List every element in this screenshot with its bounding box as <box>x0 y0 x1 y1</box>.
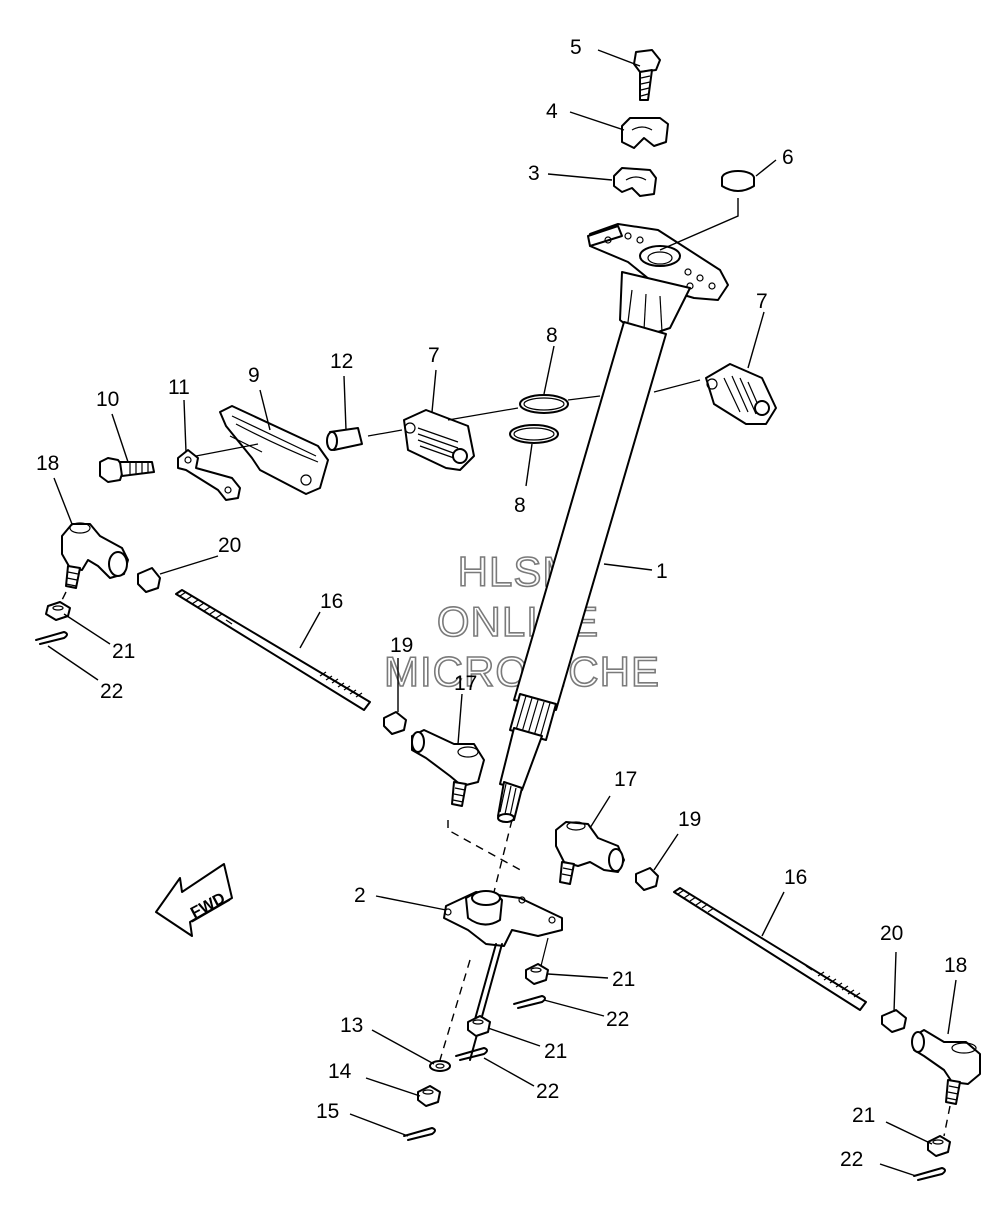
callout-18-left: 18 <box>36 452 59 475</box>
alignment-line <box>367 429 403 437</box>
forward-direction-arrow: FWD <box>155 863 233 937</box>
bushing-right <box>705 363 777 425</box>
nut-21-a <box>525 963 549 985</box>
lock-washer-tab <box>177 449 241 501</box>
callout-9: 9 <box>248 364 260 387</box>
callout-6: 6 <box>782 146 794 169</box>
tie-rod-right <box>673 887 867 1011</box>
callout-7-left: 7 <box>428 344 440 367</box>
tie-rod-end-outer-left <box>61 522 129 589</box>
cotter-pin-15 <box>403 1127 436 1141</box>
nut-14 <box>417 1085 441 1107</box>
callout-21-b: 21 <box>544 1040 567 1063</box>
steering-arm <box>443 890 563 947</box>
callout-18-right: 18 <box>944 954 967 977</box>
callout-numbers: 5 4 3 6 7 7 8 8 9 10 11 12 18 20 21 22 1… <box>36 36 967 1171</box>
callout-22-left: 22 <box>100 680 123 703</box>
callout-3: 3 <box>528 162 540 185</box>
arm-stud <box>539 937 549 971</box>
callout-19-left: 19 <box>390 634 413 657</box>
alignment-line <box>943 1105 951 1137</box>
callout-4: 4 <box>546 100 558 123</box>
callout-10: 10 <box>96 388 119 411</box>
leader-lines <box>47 49 957 1177</box>
callout-21-a: 21 <box>612 968 635 991</box>
cap <box>721 170 755 192</box>
nut-right-20 <box>881 1009 907 1033</box>
alignment-line <box>447 407 519 421</box>
alignment-line <box>439 959 471 1061</box>
callout-17-left: 17 <box>454 672 477 695</box>
callout-16-left: 16 <box>320 590 343 613</box>
nut-21-d <box>927 1135 951 1157</box>
cotter-pin-left <box>35 631 68 645</box>
callout-14: 14 <box>328 1060 352 1083</box>
arm-stud <box>469 943 503 1061</box>
tie-rod-end-inner-right <box>555 821 625 885</box>
callout-8-lower: 8 <box>514 494 526 517</box>
bolt <box>633 49 661 101</box>
callout-19-right: 19 <box>678 808 701 831</box>
callout-22-right: 22 <box>840 1148 863 1171</box>
cotter-pin-b <box>455 1047 488 1061</box>
steering-shaft <box>497 223 729 823</box>
cotter-pin-d <box>913 1167 946 1181</box>
nut-mid-19 <box>383 711 407 735</box>
alignment-line <box>653 379 701 393</box>
collar <box>326 427 363 451</box>
ring-upper <box>519 394 569 414</box>
cotter-pin-a <box>513 995 546 1009</box>
alignment-line <box>195 443 259 457</box>
nut-21-b <box>467 1015 491 1037</box>
callout-7-right: 7 <box>756 290 768 313</box>
lower-holder <box>613 167 657 197</box>
lock-plate <box>219 405 329 495</box>
callout-13: 13 <box>340 1014 363 1037</box>
callout-21-right: 21 <box>852 1104 875 1127</box>
tie-rod-end-inner-left <box>411 729 485 807</box>
callout-8-upper: 8 <box>546 324 558 347</box>
tie-rod-left <box>175 589 371 711</box>
callout-5: 5 <box>570 36 582 59</box>
nut-mid-19-right <box>635 867 659 891</box>
bushing-left <box>403 409 475 471</box>
callout-16-right: 16 <box>784 866 807 889</box>
nut-left-21 <box>45 601 71 621</box>
alignment-line <box>447 820 525 873</box>
ring-lower <box>509 424 559 444</box>
nut-left-20 <box>137 567 161 593</box>
callout-12: 12 <box>330 350 353 373</box>
alignment-line <box>59 591 67 605</box>
callout-15: 15 <box>316 1100 339 1123</box>
callout-2: 2 <box>354 884 366 907</box>
callout-22-b: 22 <box>536 1080 559 1103</box>
washer-13 <box>429 1060 451 1072</box>
callout-17-right: 17 <box>614 768 637 791</box>
alignment-line <box>567 395 601 401</box>
callout-11: 11 <box>168 376 190 399</box>
upper-holder <box>621 117 669 149</box>
hex-bolt <box>99 457 155 483</box>
callout-1: 1 <box>656 560 668 583</box>
tie-rod-end-outer-right <box>911 1029 981 1105</box>
callout-21-left: 21 <box>112 640 135 663</box>
callout-22-a: 22 <box>606 1008 629 1031</box>
callout-20-right: 20 <box>880 922 903 945</box>
callout-20-left: 20 <box>218 534 241 557</box>
